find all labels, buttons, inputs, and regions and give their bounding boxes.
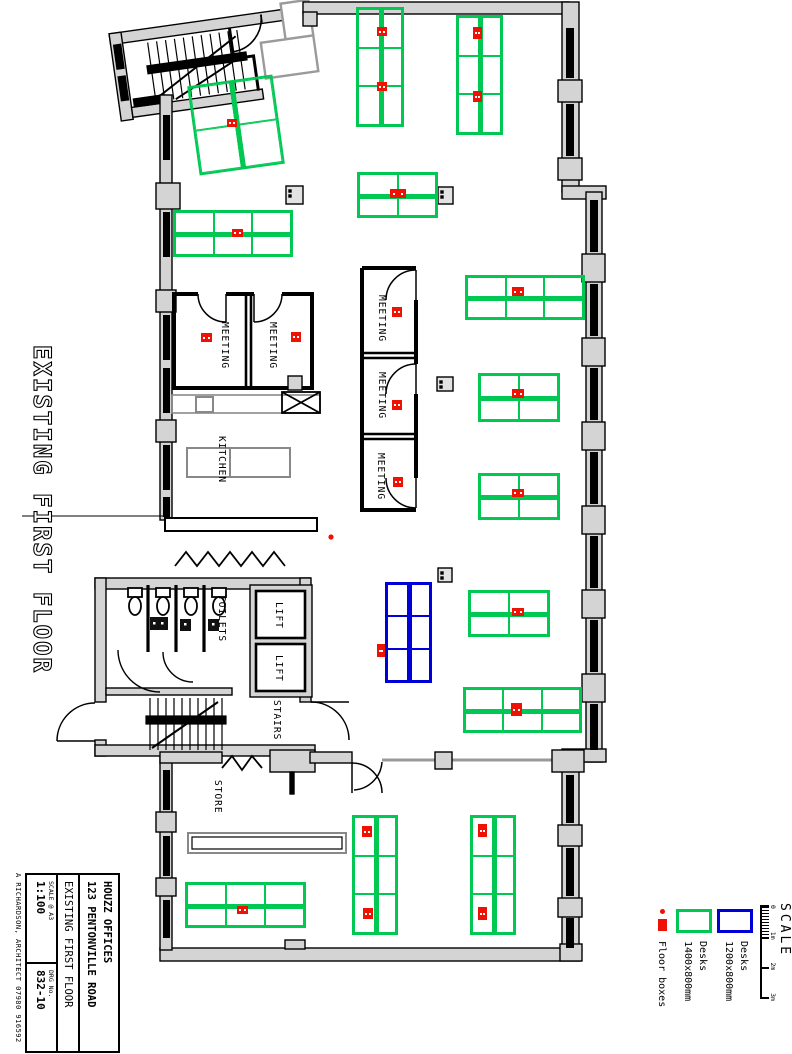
floor-box xyxy=(512,287,524,296)
drg-no-value: 832-10 xyxy=(34,970,47,1010)
scale-bar xyxy=(760,905,769,999)
floor-box xyxy=(392,400,402,410)
floor-box xyxy=(512,389,524,398)
drawing-side-title: EXISTING FIRST FLOOR xyxy=(27,344,56,674)
utility-boxes xyxy=(285,185,454,583)
floor-box xyxy=(393,477,403,487)
desk-cluster xyxy=(385,582,432,683)
drawing-title: EXISTING FIRST FLOOR xyxy=(62,881,74,1008)
floor-box xyxy=(237,906,248,914)
floor-box xyxy=(478,824,487,837)
client-address: 123 PENTONVILLE ROAD xyxy=(85,881,97,1008)
desk-cluster xyxy=(356,7,404,127)
legend-item-floor-boxes: Floor boxes xyxy=(637,863,671,1054)
floor-box-swatch xyxy=(655,909,669,933)
label-meeting-1: MEETING xyxy=(219,322,230,370)
floor-box xyxy=(291,332,301,342)
desk-cluster xyxy=(352,815,398,935)
floor-box xyxy=(512,608,524,616)
label-meeting-3: MEETING xyxy=(376,295,387,343)
meeting-right-doors xyxy=(385,269,417,509)
floor-box xyxy=(363,908,373,919)
desk-divider xyxy=(464,708,581,714)
desk-cluster xyxy=(465,275,585,320)
label-store: STORE xyxy=(212,780,223,814)
gray-duct-boxes xyxy=(259,0,320,80)
desk-cluster xyxy=(470,815,516,935)
toilet-boxes xyxy=(150,617,219,631)
kitchen-island xyxy=(186,447,291,478)
scale-label: SCALE @ A3 xyxy=(47,881,55,921)
toilets-area xyxy=(117,585,227,693)
architect-credit: A RICHARDSON, ARCHITECT 07980 916592 xyxy=(14,873,22,1043)
floor-box xyxy=(377,644,385,657)
desk-divider xyxy=(469,612,549,617)
floor-box xyxy=(377,82,387,91)
desk-divider xyxy=(466,296,584,301)
floor-box xyxy=(377,27,387,36)
label-lift-1: LIFT xyxy=(273,601,284,629)
desk-divider xyxy=(491,816,497,934)
floor-box xyxy=(201,333,212,342)
label-toilets: TOILETS xyxy=(216,595,227,643)
floor-box xyxy=(511,703,522,716)
label-meeting-5: MEETING xyxy=(375,453,386,501)
desk-divider xyxy=(378,8,384,126)
drg-no-label: DRG No. xyxy=(47,970,55,998)
title-block: HOUZZ OFFICES 123 PENTONVILLE ROAD EXIST… xyxy=(14,873,120,1053)
floor-box xyxy=(232,229,243,237)
floor-box xyxy=(478,907,487,920)
stairs-lower xyxy=(145,698,227,750)
meeting-rooms-right xyxy=(360,266,418,512)
meeting-left-doors xyxy=(197,293,283,323)
wc-fixtures xyxy=(127,587,227,616)
desk-1400-swatch xyxy=(676,909,712,933)
floor-box-dot xyxy=(328,534,334,540)
floor-box xyxy=(392,307,402,317)
label-meeting-4: MEETING xyxy=(376,372,387,420)
legend-scale-heading: SCALE xyxy=(777,903,792,958)
legend-item-desks-1400: Desks 1400x800mm xyxy=(676,863,712,1054)
desk-cluster xyxy=(468,590,550,637)
floor-box xyxy=(390,189,406,198)
desk-cluster xyxy=(478,473,560,520)
desk-cluster xyxy=(463,687,582,733)
desk-cluster xyxy=(456,15,503,135)
desk-divider xyxy=(373,816,379,934)
lift-shafts xyxy=(249,584,313,698)
floor-box xyxy=(227,119,237,127)
glass-partition xyxy=(353,749,585,791)
legend-item-desks-1200: Desks 1200x800mm xyxy=(717,863,753,1054)
floor-box xyxy=(473,27,482,39)
store-area xyxy=(187,754,383,854)
client-name: HOUZZ OFFICES xyxy=(101,881,114,964)
toilet-doors xyxy=(117,649,194,693)
desk-cluster xyxy=(185,882,306,928)
floor-box xyxy=(362,826,372,837)
floor-box xyxy=(512,489,524,497)
floor-box xyxy=(473,91,482,102)
desk-cluster xyxy=(478,373,560,422)
window-glazing xyxy=(163,28,598,948)
label-stairs: STAIRS xyxy=(271,699,282,741)
label-meeting-2: MEETING xyxy=(267,322,278,370)
lobby-elements xyxy=(22,515,318,568)
lobby-partition xyxy=(227,27,260,91)
scale-value: 1:100 xyxy=(34,881,47,915)
lobby-door xyxy=(232,14,263,53)
store-shelf xyxy=(187,832,347,854)
meeting-rooms-left xyxy=(172,292,314,391)
label-lift-2: LIFT xyxy=(273,654,284,682)
kitchen-fittings xyxy=(171,391,321,478)
entrance-doors xyxy=(56,701,350,742)
desk-divider xyxy=(478,16,483,134)
desk-divider xyxy=(407,583,412,682)
stairs-upper xyxy=(146,29,248,103)
desk-1200-swatch xyxy=(717,909,753,933)
label-kitchen: KITCHEN xyxy=(216,436,227,484)
scale-bar-comb xyxy=(762,907,769,937)
